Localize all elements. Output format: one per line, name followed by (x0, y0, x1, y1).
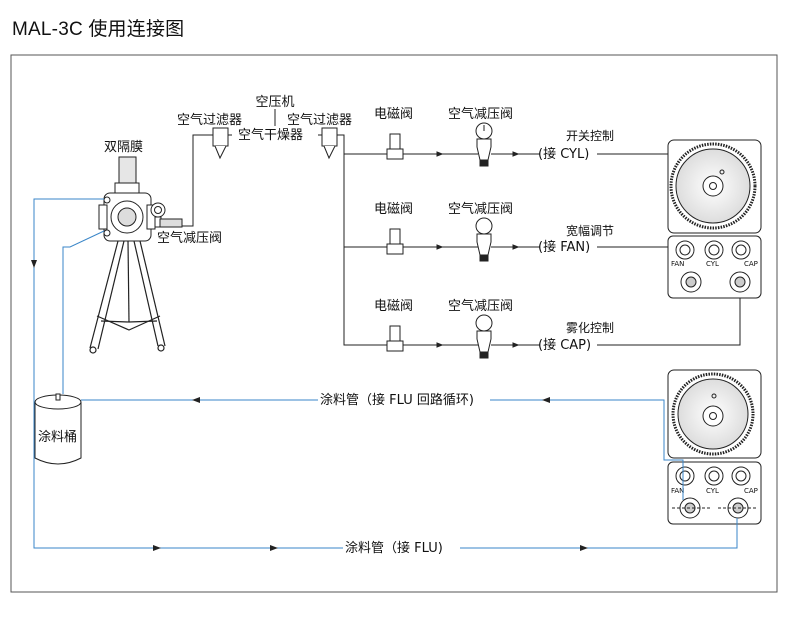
solenoid-2-label: 电磁阀 (374, 202, 413, 217)
switch-control-label: 开关控制 (566, 129, 614, 143)
row-fan: 电磁阀 空气减压阀 (接 FAN) 宽幅调节 (374, 201, 680, 262)
air-filter-left (212, 127, 229, 160)
diaphragm-pump (98, 156, 183, 242)
solenoid-valve-2 (386, 228, 404, 255)
bucket-label: 涂料桶 (38, 429, 77, 445)
connect-cap-label: (接 CAP) (538, 337, 591, 353)
return-pipe-label: 涂料管（接 FLU 回路循环) (320, 392, 474, 408)
port-cap-top: CAP (744, 260, 758, 268)
paint-bucket (34, 393, 82, 465)
atomize-control-label: 雾化控制 (566, 321, 614, 335)
page-title: MAL-3C 使用连接图 (12, 19, 185, 40)
row-cap: 电磁阀 空气减压阀 (接 CAP) 雾化控制 (374, 290, 741, 359)
air-filter-right (321, 127, 338, 160)
port-cyl-bottom: CYL (706, 487, 719, 495)
reducing-3-label: 空气减压阀 (448, 298, 513, 314)
port-cyl-top: CYL (706, 260, 719, 268)
pump-reducing-valve-label: 空气减压阀 (157, 230, 222, 246)
air-filter-right-label: 空气过滤器 (287, 112, 352, 128)
row-cyl: 电磁阀 空气减压阀 (接 CYL) 开关控制 (374, 106, 670, 167)
solenoid-3-label: 电磁阀 (374, 299, 413, 314)
solenoid-valve-3 (386, 325, 404, 352)
compressor-label: 空压机 (255, 95, 294, 110)
spray-gun-top (667, 139, 762, 299)
tripod (89, 240, 166, 354)
reducing-1-label: 空气减压阀 (448, 106, 513, 122)
supply-pipe-label: 涂料管（接 FLU) (345, 540, 443, 556)
connect-fan-label: (接 FAN) (538, 239, 590, 255)
paint-lines (33, 198, 738, 549)
port-cap-bottom: CAP (744, 487, 758, 495)
solenoid-1-label: 电磁阀 (374, 107, 413, 122)
reducing-valve-3 (475, 314, 493, 359)
port-fan-bottom: FAN (671, 487, 684, 495)
air-filter-left-label: 空气过滤器 (177, 112, 242, 128)
reducing-valve-2 (475, 217, 493, 262)
reducing-valve-1 (475, 122, 493, 167)
solenoid-valve-1 (386, 133, 404, 160)
air-dryer-label: 空气干燥器 (238, 127, 303, 143)
diagram-frame (10, 54, 778, 593)
reducing-2-label: 空气减压阀 (448, 201, 513, 217)
connect-cyl-label: (接 CYL) (538, 146, 589, 162)
diaphragm-label: 双隔膜 (104, 140, 143, 155)
port-fan-top: FAN (671, 260, 684, 268)
paint-line-arrows (31, 260, 588, 551)
width-control-label: 宽幅调节 (566, 223, 614, 238)
spray-gun-bottom (667, 369, 762, 525)
